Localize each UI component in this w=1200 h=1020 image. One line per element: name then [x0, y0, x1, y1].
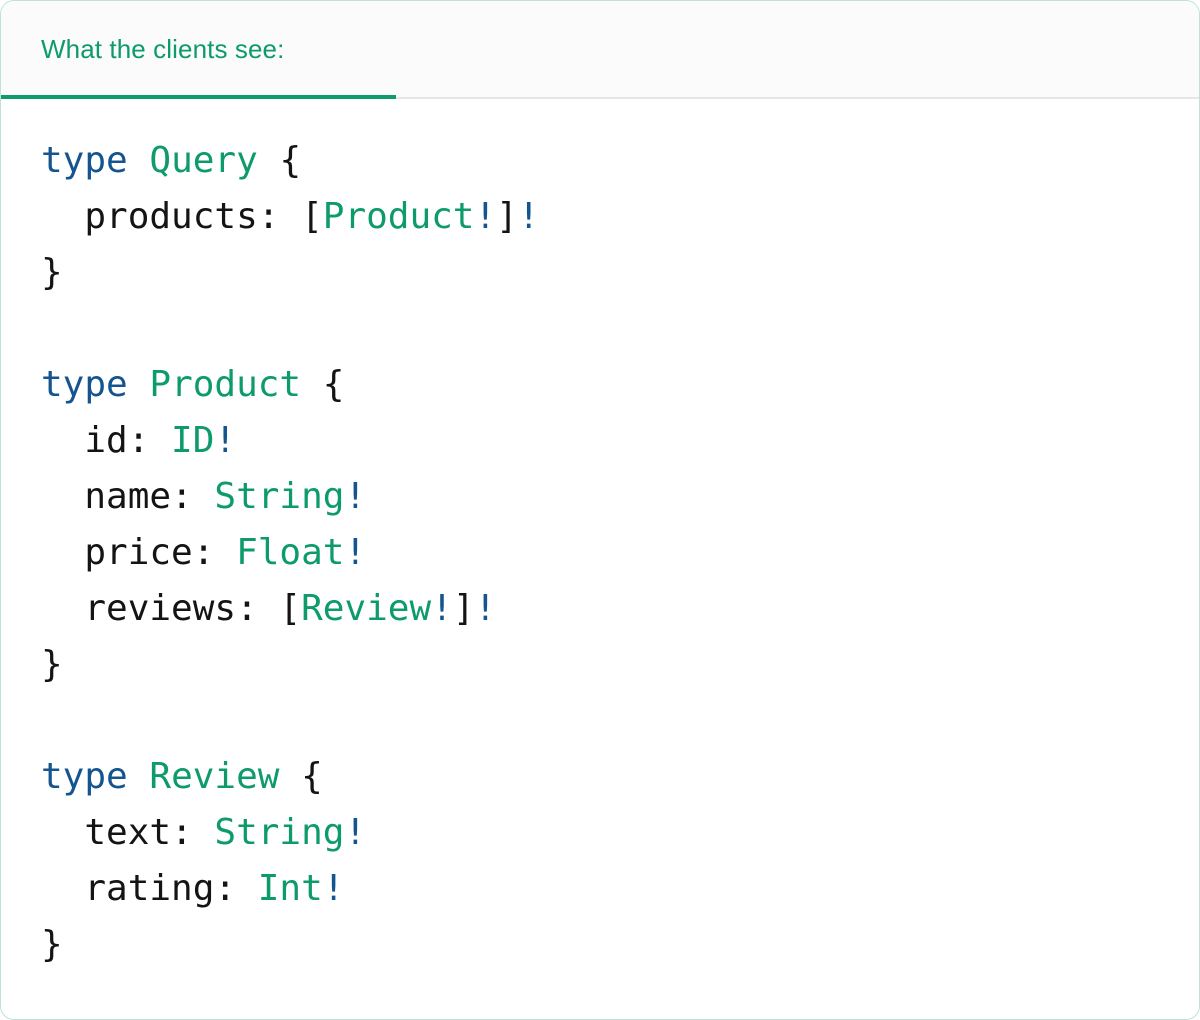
code-line: products: [Product!]!	[41, 189, 1159, 245]
code-line: }	[41, 245, 1159, 301]
code-line: type Query {	[41, 133, 1159, 189]
tab-bar: What the clients see:	[1, 1, 1199, 99]
code-line: type Product {	[41, 357, 1159, 413]
code-token: String	[214, 476, 345, 517]
code-token	[128, 140, 150, 181]
code-token: !	[474, 588, 497, 629]
code-token: Review	[149, 756, 280, 797]
code-token: !	[431, 588, 453, 629]
code-token: Float	[236, 532, 345, 573]
code-token: Product	[322, 196, 475, 237]
code-token	[128, 756, 150, 797]
code-token: Int	[257, 868, 323, 909]
code-token: type	[41, 364, 128, 405]
code-token: !	[344, 812, 367, 853]
code-line: text: String!	[41, 805, 1159, 861]
code-line: }	[41, 917, 1159, 973]
code-token: }	[41, 252, 63, 293]
code-line: type Review {	[41, 749, 1159, 805]
code-token: id:	[41, 420, 172, 461]
code-token: rating:	[41, 868, 258, 909]
code-token: !	[474, 196, 497, 237]
code-token: Query	[149, 140, 258, 181]
code-line: reviews: [Review!]!	[41, 581, 1159, 637]
graphql-schema-code[interactable]: type Query { products: [Product!]!} type…	[1, 133, 1199, 973]
code-token: !	[214, 420, 237, 461]
code-line: rating: Int!	[41, 861, 1159, 917]
code-token: {	[257, 140, 302, 181]
code-token: {	[279, 756, 323, 797]
code-token: products: [	[41, 196, 323, 237]
code-token: }	[41, 644, 63, 685]
code-line: name: String!	[41, 469, 1159, 525]
code-token: type	[41, 140, 128, 181]
code-token: Review	[301, 588, 432, 629]
code-token: !	[517, 196, 540, 237]
code-line: price: Float!	[41, 525, 1159, 581]
code-token: price:	[41, 532, 237, 573]
code-token: Product	[149, 364, 302, 405]
code-token: !	[322, 868, 345, 909]
code-line	[41, 301, 1159, 357]
code-token: !	[344, 476, 367, 517]
code-token: {	[301, 364, 345, 405]
code-token: name:	[41, 476, 215, 517]
code-token: ]	[496, 196, 518, 237]
code-line	[41, 693, 1159, 749]
code-line: id: ID!	[41, 413, 1159, 469]
code-token: text:	[41, 812, 215, 853]
code-token: ]	[452, 588, 475, 629]
code-token: !	[344, 532, 367, 573]
active-tab-indicator	[1, 95, 396, 99]
code-token: }	[41, 924, 63, 965]
code-token: ID	[171, 420, 215, 461]
tab-what-the-clients-see[interactable]: What the clients see:	[1, 1, 396, 97]
code-token: reviews: [	[41, 588, 302, 629]
tab-label: What the clients see:	[41, 33, 285, 64]
code-line: }	[41, 637, 1159, 693]
code-token: String	[214, 812, 345, 853]
code-token	[128, 364, 150, 405]
code-token: type	[41, 756, 128, 797]
code-area: type Query { products: [Product!]!} type…	[1, 99, 1199, 973]
